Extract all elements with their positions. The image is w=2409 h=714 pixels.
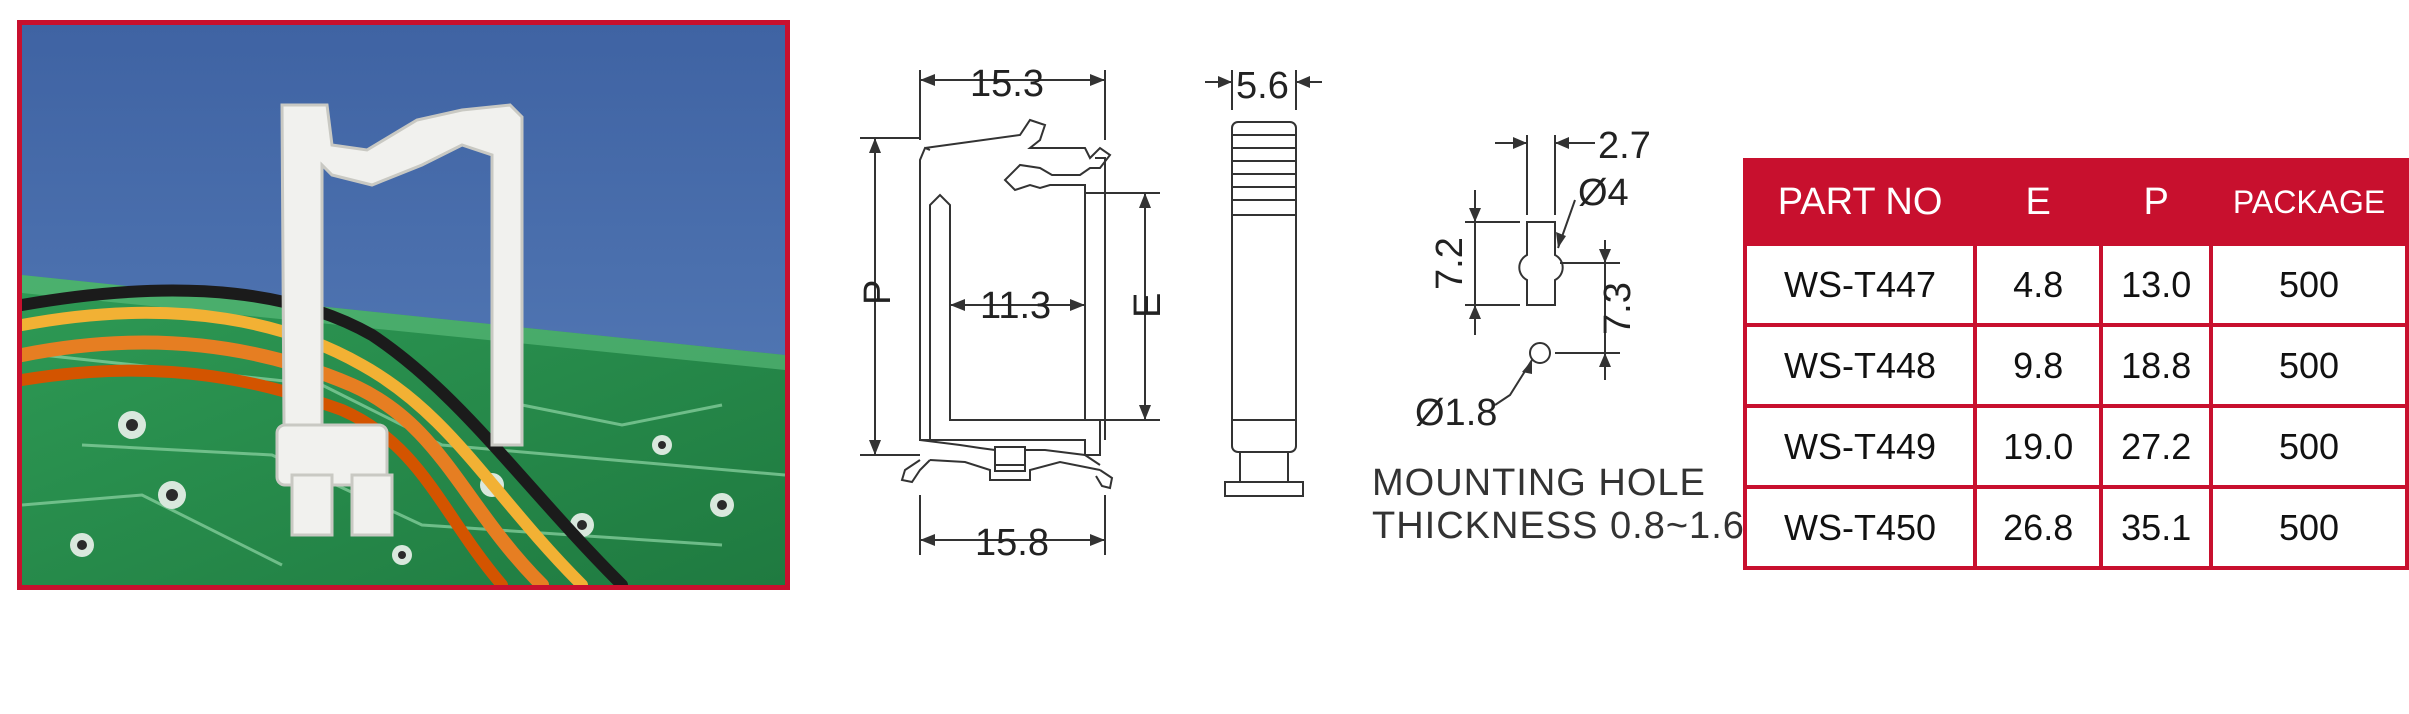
- dim-inner-width: 11.3: [980, 285, 1051, 327]
- product-photo: [17, 20, 790, 590]
- cell-e: 9.8: [1973, 323, 2104, 408]
- cell-e: 26.8: [1973, 485, 2104, 570]
- dim-hole-height: 7.2: [1429, 237, 1471, 290]
- table-row: WS-T448 9.8 18.8 500: [1742, 323, 2409, 408]
- cell-package: 500: [2209, 323, 2409, 408]
- note-line-2: THICKNESS 0.8~1.6: [1372, 505, 1745, 547]
- side-view-drawing: [1205, 70, 1322, 497]
- dim-p-label: P: [857, 280, 899, 305]
- cable-holder-photo-illustration: [22, 25, 785, 585]
- mounting-hole-note: MOUNTING HOLE THICKNESS 0.8~1.6: [1372, 462, 1745, 548]
- header-part-no: PART NO: [1742, 158, 1978, 246]
- cell-part-no: WS-T450: [1742, 485, 1978, 570]
- table-header-row: PART NO E P PACKAGE: [1742, 158, 2409, 246]
- cell-part-no: WS-T448: [1742, 323, 1978, 408]
- dim-hole-spacing: 7.3: [1597, 282, 1639, 335]
- part-spec-table: PART NO E P PACKAGE WS-T447 4.8 13.0 500…: [1742, 158, 2409, 570]
- cell-p: 13.0: [2099, 242, 2214, 327]
- cell-e: 19.0: [1973, 404, 2104, 489]
- table-row: WS-T449 19.0 27.2 500: [1742, 404, 2409, 489]
- dim-e-label: E: [1127, 293, 1169, 318]
- header-package: PACKAGE: [2209, 158, 2409, 246]
- cell-p: 18.8: [2099, 323, 2214, 408]
- cell-p: 27.2: [2099, 404, 2214, 489]
- cell-package: 500: [2209, 485, 2409, 570]
- cell-part-no: WS-T449: [1742, 404, 1978, 489]
- dim-bottom-width: 15.8: [975, 522, 1049, 564]
- dim-small-diameter: Ø1.8: [1415, 392, 1497, 434]
- dim-side-width: 5.6: [1236, 65, 1289, 107]
- table-row: WS-T447 4.8 13.0 500: [1742, 242, 2409, 327]
- table-row: WS-T450 26.8 35.1 500: [1742, 485, 2409, 570]
- dim-hole-diameter: Ø4: [1578, 172, 1629, 214]
- dim-top-width: 15.3: [970, 63, 1044, 105]
- cell-p: 35.1: [2099, 485, 2214, 570]
- header-e: E: [1973, 158, 2104, 246]
- technical-drawings: 15.3 5.6 11.3 15.8 P E 2.7 Ø4 7.2 7.3 Ø1…: [857, 63, 1651, 564]
- note-line-1: MOUNTING HOLE: [1372, 462, 1706, 504]
- cell-package: 500: [2209, 404, 2409, 489]
- cell-package: 500: [2209, 242, 2409, 327]
- cell-part-no: WS-T447: [1742, 242, 1978, 327]
- dim-hole-width: 2.7: [1598, 125, 1651, 167]
- front-view-drawing: [860, 70, 1160, 555]
- header-p: P: [2099, 158, 2214, 246]
- cell-e: 4.8: [1973, 242, 2104, 327]
